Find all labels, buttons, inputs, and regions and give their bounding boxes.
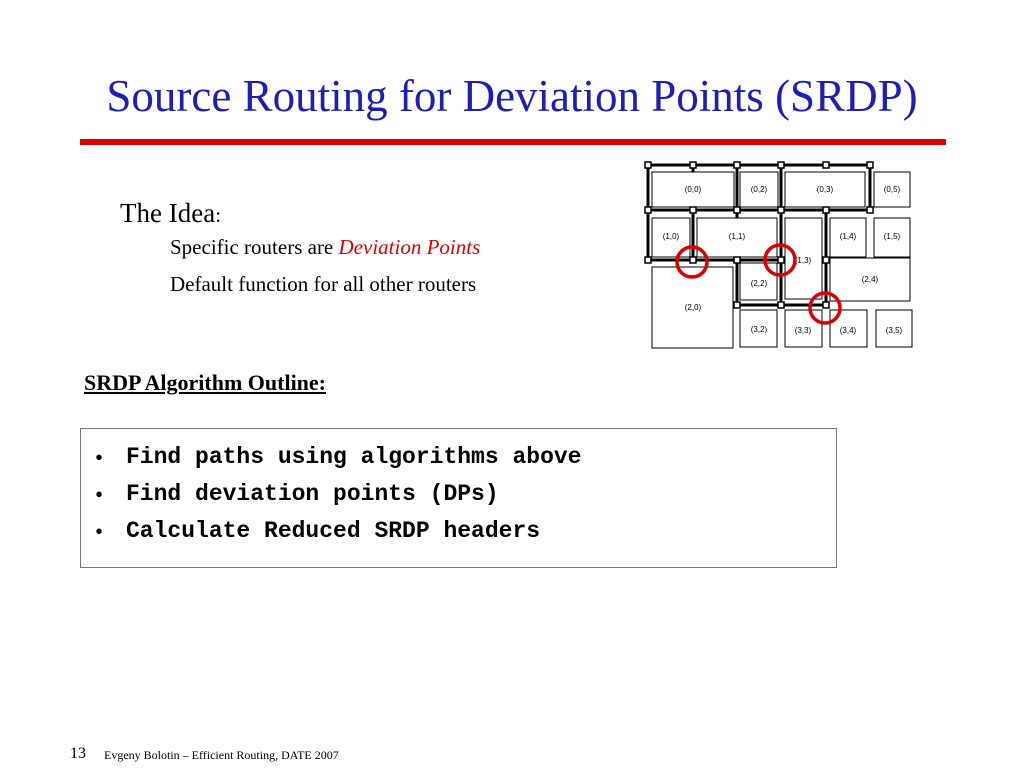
module-label: (3,3)	[795, 326, 812, 335]
router-node	[822, 161, 830, 169]
router-node	[822, 206, 830, 214]
bullet-icon: •	[95, 482, 104, 507]
router-node	[689, 256, 697, 264]
router-node	[689, 161, 697, 169]
algorithm-step: • Find paths using algorithms above	[95, 439, 581, 476]
module-label: (3,2)	[751, 325, 768, 334]
module-label: (3,4)	[840, 326, 857, 335]
module-label: (1,0)	[663, 232, 680, 241]
algorithm-outline-heading: SRDP Algorithm Outline:	[84, 370, 327, 395]
noc-mesh-diagram: (0,0) (0,2) (0,3) (0,5) (1,0) (1,1) (1,4…	[644, 161, 913, 349]
module-2-4	[829, 257, 911, 302]
deviation-points-highlight: Deviation Points	[338, 235, 481, 259]
module-0-2	[739, 171, 779, 208]
slide-title: Source Routing for Deviation Points (SRD…	[106, 71, 918, 121]
idea-heading: The Idea:	[120, 196, 221, 232]
idea-colon: :	[215, 203, 222, 227]
bullet-icon: •	[95, 519, 104, 544]
module-label: (1,4)	[840, 232, 857, 241]
module-3-2	[739, 309, 778, 348]
slide-number: 13	[70, 745, 86, 762]
router-node	[866, 206, 874, 214]
module-label: (1,3)	[795, 256, 812, 265]
router-node	[644, 206, 652, 214]
module-label: (0,3)	[817, 185, 834, 194]
router-node	[866, 161, 874, 169]
module-1-3	[784, 217, 823, 300]
module-2-2	[739, 262, 778, 301]
router-node	[777, 206, 785, 214]
router-node	[733, 206, 741, 214]
idea-label: The Idea	[120, 198, 216, 228]
module-0-5	[873, 171, 911, 208]
router-node	[777, 161, 785, 169]
title-underline-rule	[80, 139, 946, 145]
module-label: (0,0)	[685, 185, 702, 194]
router-node	[733, 256, 741, 264]
deviation-point-marker	[763, 243, 797, 277]
idea-line-2: Default function for all other routers	[170, 272, 477, 296]
algorithm-step-text: Calculate Reduced SRDP headers	[126, 518, 541, 544]
module-1-5	[873, 217, 911, 258]
algorithm-step-text: Find deviation points (DPs)	[126, 481, 499, 507]
router-node	[822, 301, 830, 309]
module-label: (2,2)	[751, 279, 768, 288]
router-node	[644, 161, 652, 169]
module-label: (1,5)	[884, 232, 901, 241]
deviation-point-marker	[808, 291, 842, 325]
router-node	[822, 256, 830, 264]
module-label: (0,2)	[751, 185, 768, 194]
module-label: (2,4)	[862, 275, 879, 284]
router-node	[733, 301, 741, 309]
bullet-icon: •	[95, 445, 104, 470]
module-0-0	[651, 171, 735, 208]
idea-line-1-prefix: Specific routers are	[170, 235, 339, 259]
module-3-3	[784, 309, 823, 348]
idea-line-1: Specific routers are Deviation Points	[170, 233, 480, 261]
module-label: (1,1)	[729, 232, 746, 241]
router-node	[689, 206, 697, 214]
router-node	[733, 161, 741, 169]
algorithm-steps-list: • Find paths using algorithms above • Find…	[95, 439, 581, 550]
module-label: (0,5)	[884, 185, 901, 194]
module-3-5	[875, 309, 913, 348]
module-label: (3,5)	[886, 326, 903, 335]
module-2-0	[651, 266, 734, 349]
algorithm-steps-box: • Find paths using algorithms above • Find…	[80, 428, 837, 568]
router-node	[777, 301, 785, 309]
deviation-point-marker	[675, 245, 709, 279]
module-label: (2,0)	[685, 303, 702, 312]
router-node	[777, 256, 785, 264]
slide-footer: Evgeny Bolotin – Efficient Routing, DATE…	[104, 748, 339, 762]
router-node	[644, 256, 652, 264]
module-1-1	[696, 217, 778, 258]
algorithm-step-text: Find paths using algorithms above	[126, 444, 582, 470]
algorithm-step: • Find deviation points (DPs)	[95, 476, 581, 513]
module-1-4	[829, 217, 867, 258]
algorithm-step: • Calculate Reduced SRDP headers	[95, 513, 581, 550]
